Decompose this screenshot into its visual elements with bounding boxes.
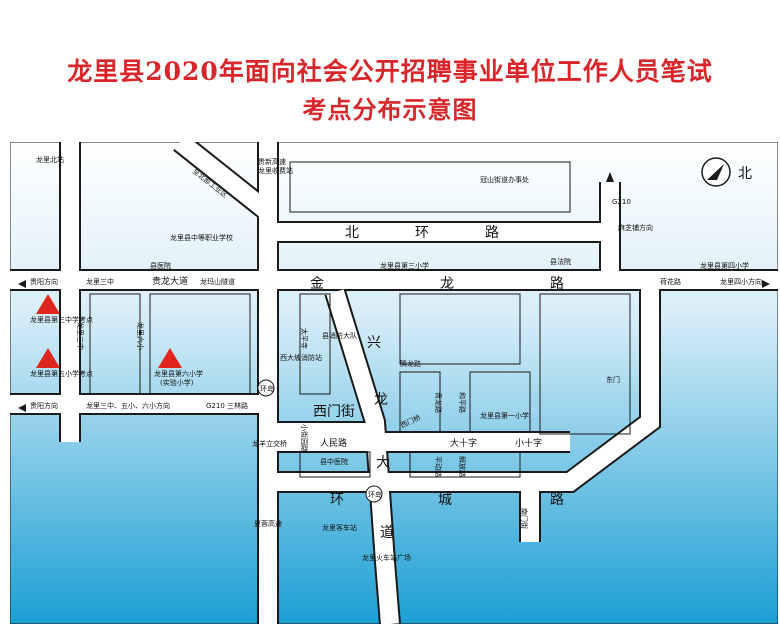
label-guixin-highway: 贵新高速 [258,157,286,166]
label-qinglong-road: 青龙路 [434,392,443,413]
road-network [10,133,778,625]
jinlong-char-1: 金 [310,276,324,292]
label-exam-site-5: 龙里县第五小学考点 [30,369,93,378]
north-ring-road-name: 北 环 路 [345,225,499,241]
north-ring-char-2: 环 [415,225,429,241]
map-title-line2: 考点分布示意图 [302,95,478,124]
label-tenglong-road: 腾龙路 [400,359,421,368]
label-fire-station: 县消防大队 [322,331,357,340]
label-bus-station: 龙里客车站 [322,523,357,532]
label-dongmen: 东门 [606,375,620,384]
north-ring-char-1: 北 [345,225,359,241]
label-third-primary: 龙里县第三小学 [380,261,429,270]
label-g210-north: G210 [612,198,631,206]
label-vocational-school: 龙里县中等职业学校 [170,233,233,242]
direction-arrows [18,172,770,412]
label-exam-site-6-line1: 龙里县第六小学 [154,369,203,378]
exam-markers [36,294,182,368]
label-pingdong-road: 平动路 [434,456,443,477]
label-xiaoshizi: 小十字 [515,437,542,449]
label-longli-no4-direction: 龙里四小方向 [720,277,762,286]
label-exam-site-3: 龙里县第三中学考点 [30,315,93,324]
label-mazhipu-direction: 麻芝铺方向 [618,223,653,232]
label-jiefang-road: 解放路 [458,456,467,477]
label-guilong-avenue: 贵龙大道 [152,275,188,287]
label-dashizi: 大十字 [450,437,477,449]
label-roundabout-1: 环岛 [260,384,274,393]
city-blocks [89,161,631,478]
roundabout-2-icon [365,485,383,503]
label-first-primary: 龙里县第一小学 [480,411,529,420]
ximen-street-name: 西门街 [313,404,355,420]
label-county-hospital: 县医院 [150,261,171,270]
label-train-station: 龙里火车站广场 [362,553,411,562]
label-fourth-primary: 龙里县第四小学 [700,261,749,270]
label-renmin-road: 人民路 [320,437,347,449]
jinlong-char-3: 路 [550,276,564,292]
exam-site-marker-3 [36,294,60,314]
exam-site-marker-6 [158,348,182,368]
jinlong-char-2: 龙 [440,276,454,292]
label-longli-sanzhong-vertical: 龙里三中 [76,322,85,350]
label-xiarong-highway: 夏蓉高速 [254,519,282,528]
label-longshan-tunnel: 龙玛山隧道 [200,277,235,286]
jinlong-road-name: 金 龙 路 [310,276,564,292]
label-county-court: 县法院 [550,257,571,266]
city-map: 北 环 路 金 龙 路 兴 龙 大 道 西门街 环 城 路 北 龙里北站 至北部… [9,133,779,625]
label-longli-toll: 龙里收费站 [258,166,293,175]
xinglong-char-3: 大 [376,455,390,471]
south-ring-char-2: 城 [438,492,452,508]
label-nanmen-street: 南门街 [520,508,529,529]
south-ring-road-name: 环 城 路 [330,492,564,508]
label-exam-site-6-line2: (实验小学) [160,378,194,387]
label-longli-north-station: 龙里北站 [36,155,64,164]
label-county-hospital-tcm: 县中医院 [320,457,348,466]
xinglong-avenue-name: 兴 龙 大 道 [367,335,394,541]
label-longli-no3-mid: 龙里三中 [86,277,114,286]
label-guanshan-office: 冠山街道办事处 [480,175,529,184]
label-roundabout-2: 环岛 [368,490,382,499]
label-g210-sanhe: G210 三林路 [206,401,248,410]
exam-site-marker-5 [36,348,60,368]
south-ring-char-1: 环 [330,492,344,508]
south-ring-char-3: 路 [550,492,564,508]
label-longli-liuxiao-vertical: 龙里六小 [136,322,145,350]
xinglong-char-1: 兴 [367,335,381,351]
north-label: 北 [738,166,752,182]
xinglong-char-4: 道 [380,525,394,541]
xinglong-char-2: 龙 [374,392,388,408]
north-ring-char-3: 路 [485,225,499,241]
label-guiyang-direction-1: 贵阳方向 [30,277,58,286]
map-title-line1: 龙里县2020年面向社会公开招聘事业单位工作人员笔试 [67,57,713,86]
label-taipingsi: 太平寺 [300,328,309,349]
label-hehua-road: 荷花路 [660,277,681,286]
label-longyang-interchange: 龙羊立交桥 [252,439,287,448]
label-xishan-fire: 西大坡消防站 [280,353,322,362]
roundabout-1-icon [257,379,275,397]
label-san-wu-liu-direction: 龙里三中、五小、六小方向 [86,401,170,410]
north-arrow: 北 [701,157,752,187]
label-heping-road: 和平路 [458,392,467,413]
label-guiyang-direction-2: 贵阳方向 [30,401,58,410]
label-xiaojie-road: 小街园路 [300,424,309,452]
